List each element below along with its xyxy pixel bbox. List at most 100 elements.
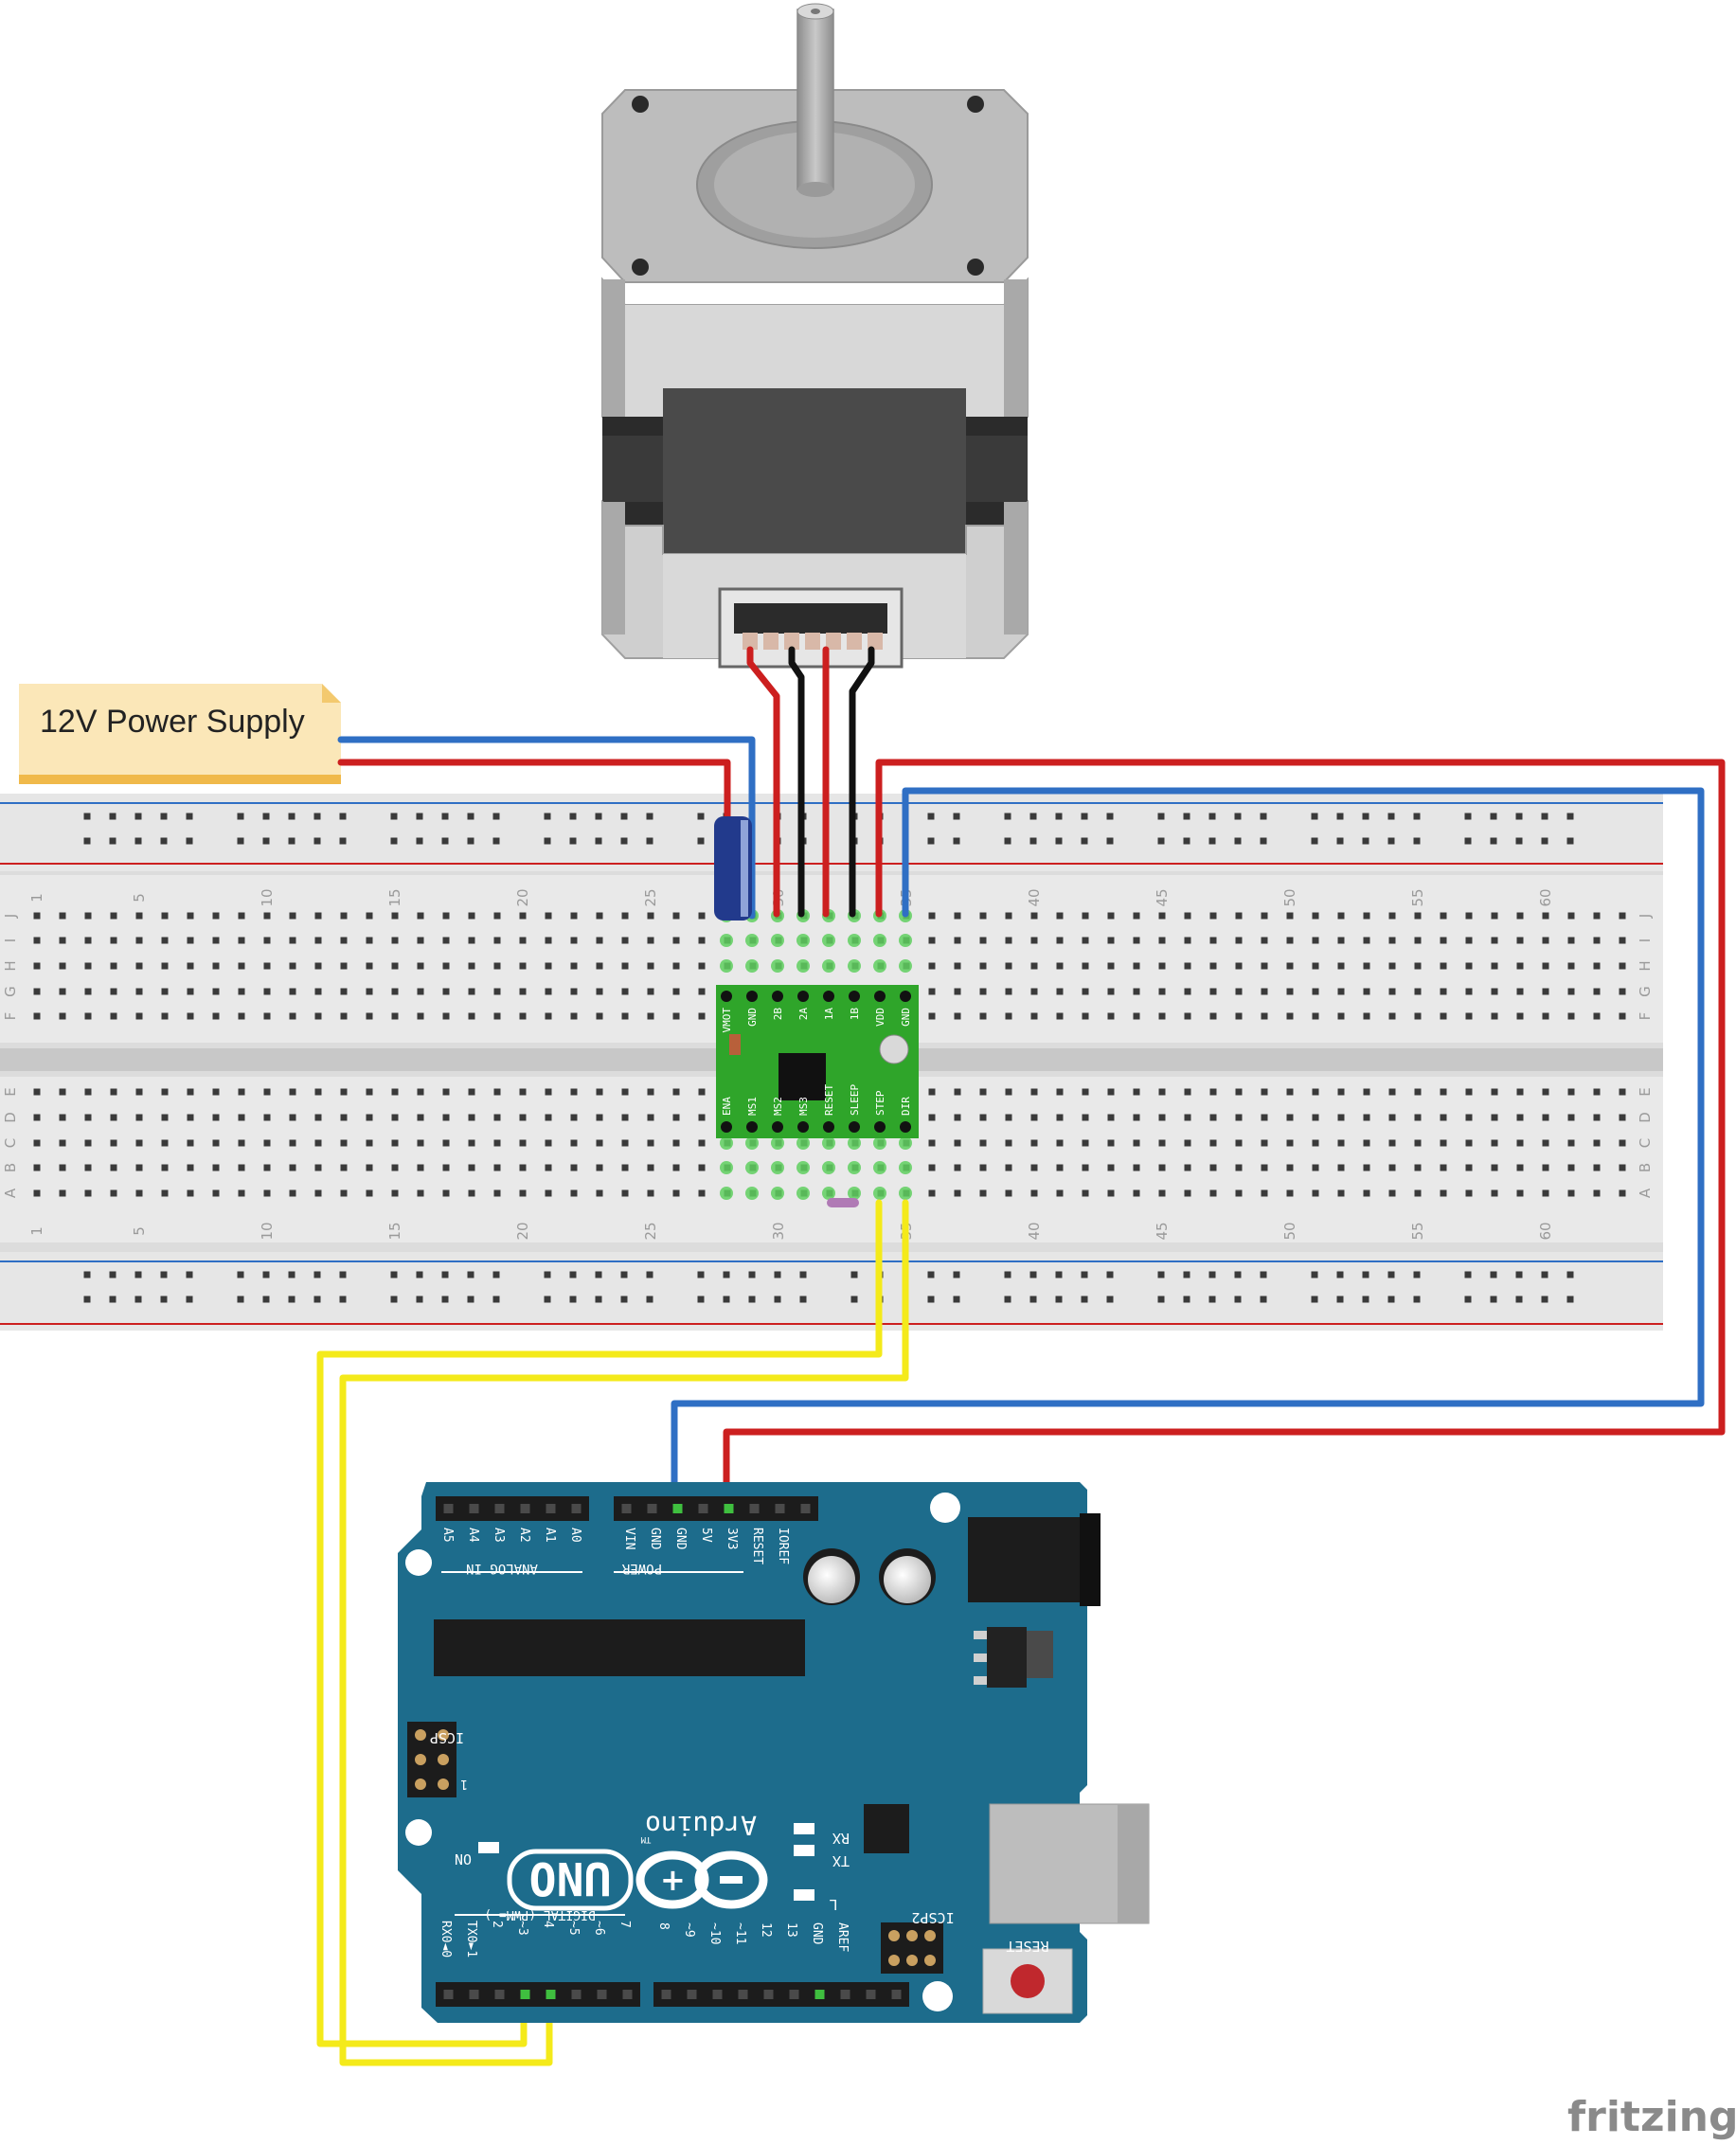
breadboard-hole [1542,1189,1549,1197]
breadboard-hole [928,1088,936,1096]
breadboard-hole [1337,962,1345,970]
breadboard-hole [519,1139,527,1147]
rail-hole [492,1296,500,1303]
breadboard-hole [928,937,936,944]
rail-hole [544,813,551,820]
power-supply-label: 12V Power Supply [40,704,305,740]
rail-hole [1336,813,1344,820]
rail-hole [390,1296,398,1303]
breadboard-hole [212,1189,220,1197]
breadboard-hole [1516,1088,1524,1096]
breadboard-hole [110,1139,117,1147]
breadboard-hole [1465,937,1473,944]
breadboard-hole [442,1189,450,1197]
rail-hole [1029,1271,1037,1278]
breadboard-hole [1133,962,1140,970]
row-letter: B [2,1163,19,1172]
breadboard-hole [1209,1164,1217,1171]
led-on [478,1842,499,1853]
breadboard-hole [1388,1189,1396,1197]
breadboard-hole [954,988,961,995]
breadboard-hole [1440,937,1447,944]
rail-hole [441,837,449,845]
breadboard-hole [1440,962,1447,970]
breadboard-hole [979,937,987,944]
wire-motor-red-2b [746,646,780,918]
rail-hole [1106,837,1114,845]
breadboard-hole [1082,1189,1089,1197]
breadboard-hole [161,937,169,944]
breadboard-hole [340,937,348,944]
breadboard-hole [1491,937,1498,944]
rail-hole [416,1296,423,1303]
breadboard-hole [391,1012,399,1020]
wire-motor-black-1b [849,646,875,918]
breadboard-hole [212,1164,220,1171]
breadboard-hole [314,1088,322,1096]
breadboard-hole [417,937,424,944]
breadboard-hole [1312,1114,1319,1121]
breadboard-hole [1440,912,1447,920]
breadboard-hole [647,1139,654,1147]
breadboard-hole [59,988,66,995]
rail-hole [1260,813,1267,820]
breadboard-hole [238,1088,245,1096]
rail-hole [262,837,270,845]
rail-hole [953,837,960,845]
breadboard-hole [187,1189,194,1197]
breadboard-hole [570,1189,578,1197]
driver-pin [849,991,860,1002]
connected-hole [745,1161,759,1174]
breadboard-hole [1133,1189,1140,1197]
header-pin [571,1504,582,1513]
driver-pin-label: STEP [874,1090,886,1116]
breadboard-hole [84,962,92,970]
breadboard-hole [289,1164,296,1171]
digital-pin-label: 2 [490,1921,504,1928]
breadboard-hole [468,1189,475,1197]
breadboard-hole [1440,1114,1447,1121]
rail-hole [1183,837,1190,845]
breadboard-hole [1056,1189,1064,1197]
breadboard-hole [570,1114,578,1121]
breadboard-hole [672,1012,680,1020]
rail-hole [1311,1271,1318,1278]
breadboard-hole [979,1012,987,1020]
breadboard-hole [1261,1189,1268,1197]
breadboard-hole [1005,912,1012,920]
rail-hole [1413,1271,1421,1278]
digital-pin-label: AREF [835,1922,850,1952]
breadboard-hole [545,1114,552,1121]
breadboard-hole [1235,1139,1243,1147]
rail-hole [799,1271,807,1278]
breadboard-hole [135,1088,143,1096]
driver-pin-label: 2A [797,1008,810,1021]
breadboard-hole [1235,1189,1243,1197]
rail-hole [1208,837,1216,845]
rail-hole [748,1271,756,1278]
row-letter: J [2,914,19,919]
breadboard-hole [1619,1189,1626,1197]
led-on-label: ON [455,1850,472,1868]
breadboard-hole [59,937,66,944]
jumper-link [827,1198,859,1207]
breadboard-hole [493,988,501,995]
breadboard-hole [417,1012,424,1020]
breadboard-hole [289,912,296,920]
breadboard-hole [161,1012,169,1020]
breadboard-hole [1593,1012,1601,1020]
connected-hole [720,959,733,973]
header-pin [814,1990,825,1999]
breadboard-hole [647,988,654,995]
connected-hole [873,959,886,973]
breadboard-hole [1542,962,1549,970]
led-rx-label: RX [832,1830,850,1847]
breadboard-hole [1056,937,1064,944]
breadboard-hole [417,988,424,995]
driver-pin-label: SLEEP [849,1084,861,1116]
breadboard-hole [1491,1189,1498,1197]
breadboard-hole [621,1012,629,1020]
breadboard-hole [1133,1164,1140,1171]
breadboard-hole [1465,962,1473,970]
